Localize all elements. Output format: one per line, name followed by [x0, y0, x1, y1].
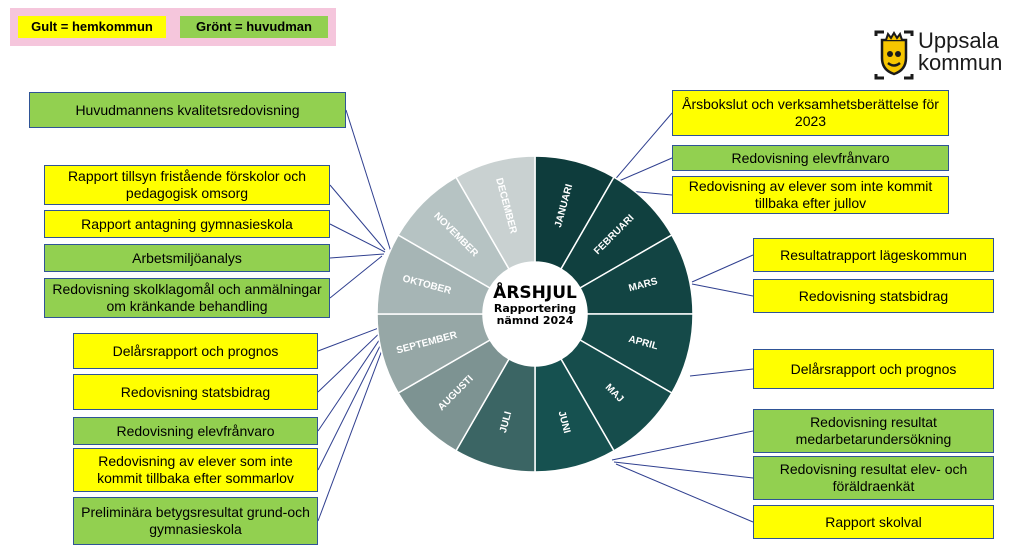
- logo-line2: kommun: [918, 50, 1003, 75]
- wheel-center-label: ÅRSHJUL Rapportering nämnd 2024: [484, 283, 586, 327]
- right-box-4: Resultatrapport lägeskommun: [753, 238, 994, 272]
- connector-line: [691, 283, 754, 297]
- connector-line: [345, 109, 393, 256]
- connector-line: [615, 463, 754, 523]
- left-box-3: Rapport antagning gymnasieskola: [44, 210, 330, 238]
- logo-line1: Uppsala: [918, 28, 999, 53]
- wheel-title: ÅRSHJUL: [493, 283, 577, 303]
- left-box-9: Redovisning av elever som inte kommit ti…: [73, 448, 318, 492]
- month-label-juli: JULI: [498, 410, 514, 434]
- left-box-1: Huvudmannens kvalitetsredovisning: [29, 92, 346, 128]
- connector-line: [691, 254, 754, 283]
- wheel-center: [483, 262, 587, 366]
- connector-line: [329, 253, 385, 259]
- right-box-9: Rapport skolval: [753, 505, 994, 539]
- connector-line: [329, 184, 386, 251]
- right-box-7: Redovisning resultat medarbetarundersökn…: [753, 409, 994, 453]
- left-box-5: Redovisning skolklagomål och anmälningar…: [44, 278, 330, 318]
- left-box-4: Arbetsmiljöanalys: [44, 244, 330, 272]
- connector-line: [317, 333, 389, 522]
- right-box-1: Årsbokslut och verksamhetsberättelse för…: [672, 90, 949, 136]
- right-box-8: Redovisning resultat elev- och föräldrae…: [753, 456, 994, 500]
- connector-line: [329, 255, 383, 299]
- connector-line: [317, 325, 385, 352]
- right-box-5: Redovisning statsbidrag: [753, 279, 994, 313]
- uppsala-crest-icon: [874, 30, 914, 80]
- right-box-3: Redovisning av elever som inte kommit ti…: [672, 176, 949, 214]
- legend-yellow: Gult = hemkommun: [18, 16, 166, 38]
- connector-line: [317, 329, 387, 432]
- connector-line: [689, 368, 754, 377]
- connector-line: [611, 157, 673, 185]
- connector-line: [329, 223, 386, 253]
- left-box-8: Redovisning elevfrånvaro: [73, 417, 318, 445]
- wheel-subtitle-2: nämnd 2024: [496, 314, 574, 327]
- wheel-subtitle-1: Rapportering: [493, 302, 577, 315]
- connector-line: [605, 112, 673, 191]
- connector-line: [317, 331, 388, 471]
- left-box-2: Rapport tillsyn fristående förskolor och…: [44, 165, 330, 205]
- right-box-2: Redovisning elevfrånvaro: [672, 145, 949, 171]
- left-box-7: Redovisning statsbidrag: [73, 374, 318, 410]
- connector-line: [613, 461, 754, 479]
- connector-line: [611, 430, 754, 461]
- right-box-6: Delårsrapport och prognos: [753, 349, 994, 389]
- left-box-6: Delårsrapport och prognos: [73, 333, 318, 369]
- legend-green: Grönt = huvudman: [180, 16, 328, 38]
- connector-line: [317, 327, 386, 393]
- logo-text: Uppsala kommun: [918, 30, 1002, 74]
- left-box-10: Preliminära betygsresultat grund-och gym…: [73, 497, 318, 545]
